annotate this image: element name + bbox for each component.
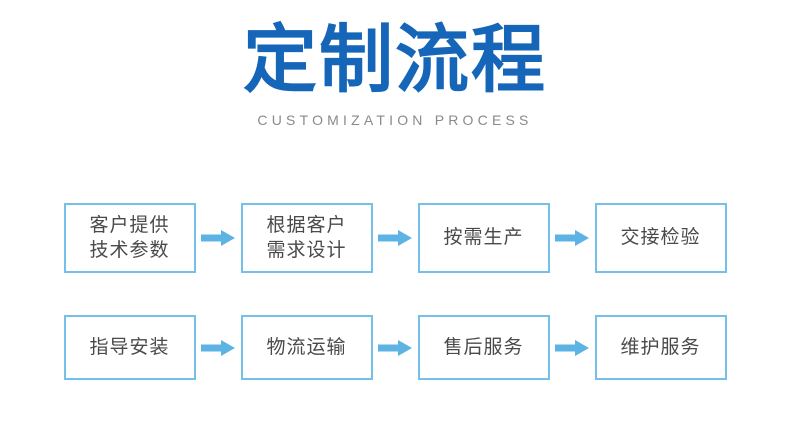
- process-step-8[interactable]: 维护服务: [594, 315, 727, 380]
- process-step-1[interactable]: 客户提供 技术参数: [63, 203, 196, 273]
- process-step-4[interactable]: 交接检验: [594, 203, 727, 273]
- step-label-line: 物流运输: [266, 335, 347, 358]
- arrow-right-icon: [196, 226, 241, 250]
- arrow-right-icon: [550, 336, 595, 360]
- arrow-right-icon: [550, 226, 595, 250]
- process-flow-row-1: 客户提供 技术参数 根据客户 需求设计 按需生产: [0, 203, 790, 273]
- process-step-2[interactable]: 根据客户 需求设计: [240, 203, 373, 273]
- step-label-line: 按需生产: [443, 226, 524, 249]
- arrow-right-icon: [196, 336, 241, 360]
- step-label-line: 指导安装: [89, 335, 170, 358]
- step-label-line: 售后服务: [443, 335, 524, 358]
- process-step-3[interactable]: 按需生产: [417, 203, 550, 273]
- process-flow-row-2: 指导安装 物流运输 售后服务: [0, 315, 790, 380]
- page-subtitle: CUSTOMIZATION PROCESS: [257, 111, 533, 128]
- process-step-5[interactable]: 指导安装: [63, 315, 196, 380]
- step-label-line: 交接检验: [620, 226, 701, 249]
- step-label-line: 根据客户: [266, 213, 347, 236]
- step-label-line: 技术参数: [89, 239, 170, 261]
- process-step-7[interactable]: 售后服务: [417, 315, 550, 380]
- arrow-right-icon: [373, 226, 418, 250]
- step-label-line: 客户提供: [89, 213, 170, 236]
- flow-row: 客户提供 技术参数 根据客户 需求设计 按需生产: [0, 203, 790, 273]
- page-title: 定制流程: [243, 17, 547, 103]
- step-label-line: 需求设计: [266, 239, 347, 261]
- step-label-line: 维护服务: [620, 335, 701, 358]
- flow-row: 指导安装 物流运输 售后服务: [0, 315, 790, 380]
- page-header: 定制流程 CUSTOMIZATION PROCESS: [0, 0, 790, 128]
- arrow-right-icon: [373, 336, 418, 360]
- process-step-6[interactable]: 物流运输: [240, 315, 373, 380]
